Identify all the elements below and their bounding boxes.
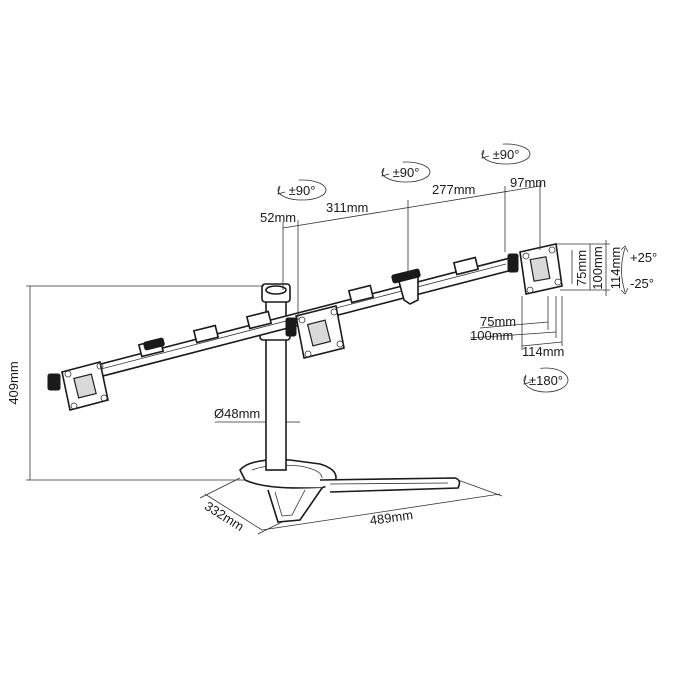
- rotation-left-label: ±90°: [289, 183, 316, 198]
- vesa-75-horizontal-label: 75mm: [480, 314, 516, 329]
- height-409-label: 409mm: [6, 361, 21, 404]
- tilt-up-label: +25°: [630, 250, 657, 265]
- support-pole: [259, 283, 291, 471]
- vesa-100-horizontal-label: 100mm: [470, 328, 513, 343]
- tilt-arc-icon: [620, 245, 629, 295]
- dimension-lines: [26, 182, 610, 535]
- rotation-center-label: ±90°: [393, 165, 420, 180]
- base-width-label: 489mm: [369, 507, 414, 528]
- vesa-plate-left: [47, 361, 109, 411]
- base-depth-label: 332mm: [202, 498, 247, 534]
- rotation-right-label: ±90°: [493, 147, 520, 162]
- swivel-180-label: ±180°: [529, 373, 563, 388]
- offset-52-label: 52mm: [260, 210, 296, 225]
- vesa-100-vertical-label: 100mm: [590, 246, 605, 289]
- tilt-down-label: -25°: [630, 276, 654, 291]
- rotation-arc-left-icon: [277, 179, 327, 201]
- stand-base: [239, 458, 461, 523]
- span-311-label: 311mm: [326, 200, 368, 215]
- vesa-75-vertical-label: 75mm: [574, 250, 589, 286]
- rotation-arc-right-icon: [481, 143, 531, 165]
- swivel-arc-icon: [523, 367, 569, 393]
- vesa-114-vertical-label: 114mm: [608, 247, 623, 289]
- vesa-plate-center: [285, 305, 345, 359]
- rotation-arc-center-icon: [381, 161, 431, 183]
- pole-diameter-label: Ø48mm: [214, 406, 260, 421]
- vesa-114-horizontal-label: 114mm: [522, 344, 564, 359]
- offset-97-label: 97mm: [510, 175, 546, 190]
- vesa-plate-right: [507, 243, 563, 295]
- span-277-label: 277mm: [432, 182, 475, 197]
